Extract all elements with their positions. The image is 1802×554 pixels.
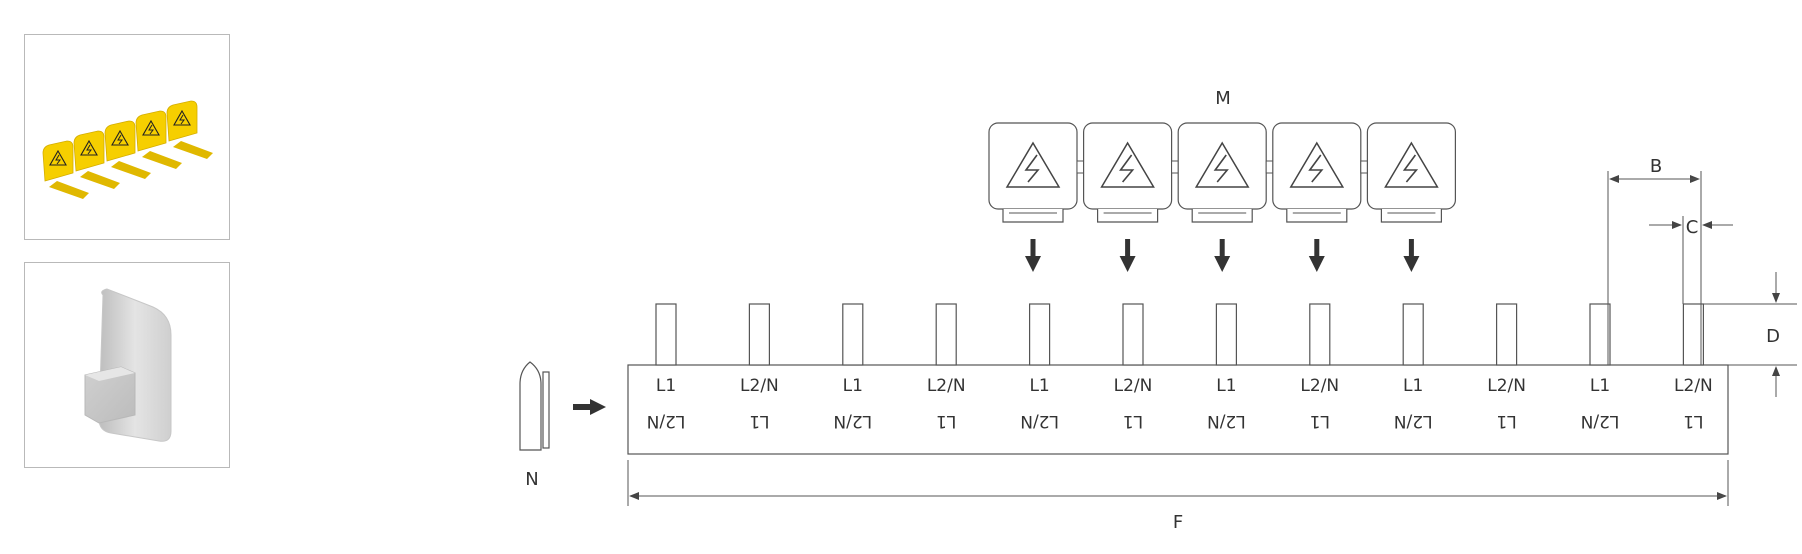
label-c: C	[1686, 217, 1699, 238]
slot-label-top: L1	[1216, 376, 1236, 396]
yellow-cover-piece	[166, 100, 213, 159]
thumbnail-end-cap	[24, 262, 230, 468]
busbar-pin	[1028, 303, 1051, 366]
protection-cover	[1366, 122, 1457, 223]
busbar-pin	[1402, 303, 1424, 366]
slot-label-top: L1	[656, 376, 676, 396]
slot-label-top: L1	[1403, 376, 1423, 396]
insert-arrow-down	[1403, 239, 1420, 272]
busbar-pin	[1309, 303, 1331, 366]
slot-label-bottom: L1	[936, 411, 956, 431]
slot-label-top: L2/N	[927, 376, 966, 396]
slot-label-bottom: L2/N	[1581, 411, 1620, 431]
slot-label-top: L2/N	[1674, 376, 1713, 396]
yellow-covers-image	[42, 100, 213, 199]
busbar-pin	[1589, 303, 1611, 366]
protection-cover	[1272, 122, 1362, 223]
insert-arrow-right	[573, 399, 606, 415]
end-cap-image	[84, 288, 172, 442]
slot-label-bottom: L2/N	[647, 411, 686, 431]
busbar-pin	[1682, 303, 1705, 366]
protection-cover	[1082, 122, 1173, 223]
protection-cover	[988, 122, 1078, 223]
slot-label-bottom: L1	[1123, 411, 1143, 431]
busbar-pin	[1495, 303, 1518, 366]
warning-triangle-icon	[173, 109, 191, 126]
yellow-cover-piece	[135, 110, 182, 169]
dimension-d	[1683, 272, 1797, 397]
slot-label-bottom: L2/N	[1020, 411, 1059, 431]
busbar-pin	[935, 303, 957, 366]
slot-label-bottom: L2/N	[1207, 411, 1246, 431]
busbar-body	[627, 364, 1729, 455]
protection-cover	[1177, 122, 1267, 223]
slot-label-bottom: L1	[749, 411, 769, 431]
high-voltage-warning-icon	[1289, 141, 1345, 188]
insert-arrow-down	[1025, 239, 1041, 272]
label-m: M	[1215, 88, 1231, 109]
warning-triangle-icon	[49, 149, 67, 166]
slot-label-top: L1	[843, 376, 863, 396]
yellow-cover-piece	[104, 120, 151, 179]
busbar-pin	[655, 303, 677, 366]
thumbnail-yellow-covers	[24, 34, 230, 240]
slot-label-top: L2/N	[740, 376, 779, 396]
slot-label-top: L2/N	[1300, 376, 1339, 396]
insert-arrow-down	[1119, 239, 1136, 272]
high-voltage-warning-icon	[1384, 141, 1439, 188]
slot-label-top: L2/N	[1114, 376, 1153, 396]
busbar-pin	[1122, 303, 1144, 366]
dimension-f	[627, 460, 1729, 506]
end-cap-side-view	[519, 361, 550, 451]
warning-triangle-icon	[111, 129, 129, 146]
high-voltage-warning-icon	[1100, 141, 1155, 188]
high-voltage-warning-icon	[1005, 141, 1061, 188]
slot-label-bottom: L2/N	[1394, 411, 1433, 431]
warning-triangle-icon	[142, 119, 160, 136]
label-n: N	[525, 469, 538, 490]
yellow-cover-piece	[42, 140, 89, 199]
label-b: B	[1650, 156, 1662, 177]
busbar-pin	[1215, 303, 1238, 366]
insert-arrow-down	[1214, 239, 1231, 272]
label-f: F	[1173, 512, 1183, 533]
slot-label-bottom: L2/N	[833, 411, 872, 431]
label-d: D	[1766, 326, 1780, 347]
yellow-cover-piece	[73, 130, 120, 189]
busbar-pin	[748, 303, 771, 366]
insert-arrow-down	[1308, 239, 1325, 272]
warning-triangle-icon	[80, 139, 98, 156]
busbar-pin	[842, 303, 864, 366]
slot-label-bottom: L1	[1683, 411, 1703, 431]
slot-label-bottom: L1	[1310, 411, 1330, 431]
slot-label-bottom: L1	[1496, 411, 1516, 431]
slot-label-top: L2/N	[1487, 376, 1526, 396]
slot-label-top: L1	[1029, 376, 1049, 396]
slot-label-top: L1	[1590, 376, 1610, 396]
dimension-c	[1649, 216, 1733, 304]
high-voltage-warning-icon	[1194, 141, 1250, 188]
